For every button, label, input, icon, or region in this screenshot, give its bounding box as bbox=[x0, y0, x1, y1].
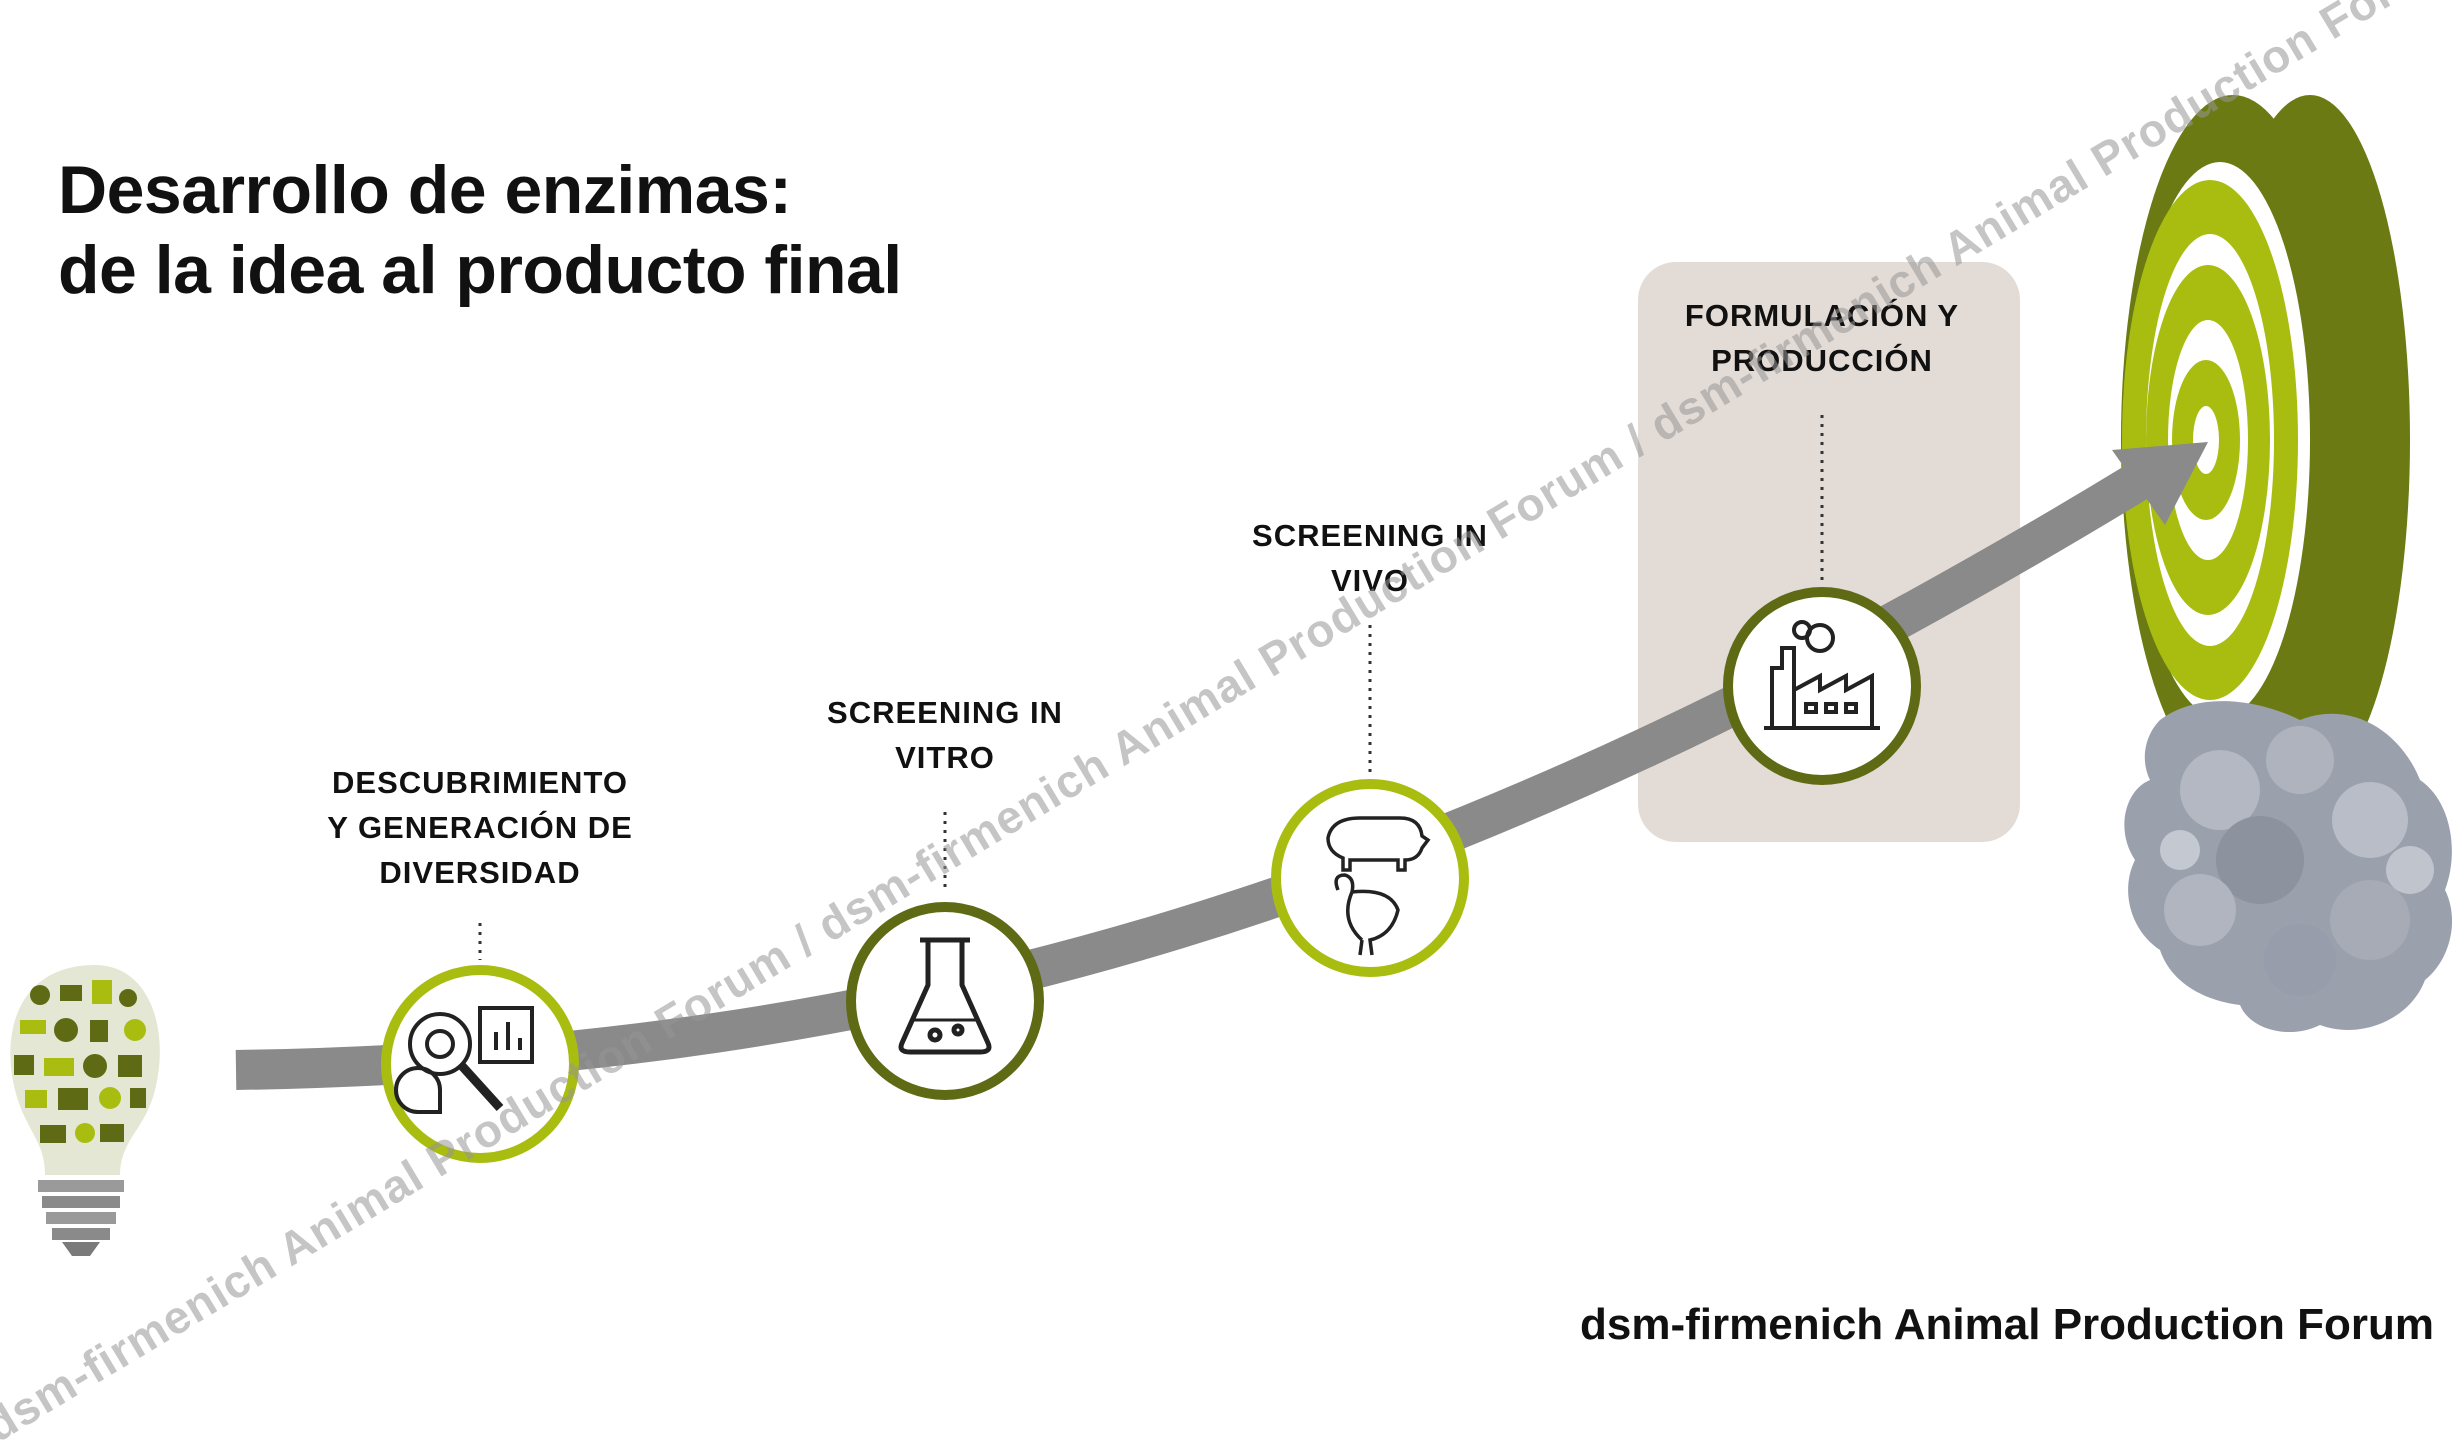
stage-label-in-vivo: SCREENING IN VIVO bbox=[1220, 513, 1520, 603]
diagram-graphics bbox=[10, 95, 2453, 1256]
stage-label-in-vivo-line-2: VIVO bbox=[1330, 563, 1410, 598]
stage-label-formulation-line-2: PRODUCCIÓN bbox=[1711, 343, 1933, 378]
stage-label-discovery: DESCUBRIMIENTO Y GENERACIÓN DE DIVERSIDA… bbox=[320, 760, 640, 895]
stage-node-discovery bbox=[381, 965, 579, 1163]
idea-lightbulb-icon bbox=[10, 965, 160, 1256]
stage-label-in-vivo-line-1: SCREENING IN bbox=[1252, 518, 1488, 553]
stage-label-in-vitro: SCREENING IN VITRO bbox=[795, 690, 1095, 780]
factory-icon bbox=[1764, 620, 1880, 730]
stage-label-formulation-line-1: FORMULACIÓN Y bbox=[1684, 298, 1960, 333]
pig-chicken-icon bbox=[1326, 816, 1431, 956]
footer-brand: dsm-firmenich Animal Production Forum bbox=[1580, 1300, 2434, 1349]
title-line-2: de la idea al producto final bbox=[58, 232, 902, 308]
target-icon bbox=[2121, 95, 2410, 785]
stage-node-in-vivo bbox=[1271, 779, 1469, 977]
stage-label-in-vitro-line-1: SCREENING IN bbox=[827, 695, 1063, 730]
title-line-1: Desarrollo de enzimas: bbox=[58, 152, 792, 228]
microscope-analysis-icon bbox=[394, 1006, 534, 1114]
stage-label-discovery-line-2: Y GENERACIÓN DE bbox=[327, 810, 633, 845]
stage-label-discovery-line-3: DIVERSIDAD bbox=[379, 855, 581, 890]
stage-label-discovery-line-1: DESCUBRIMIENTO bbox=[332, 765, 628, 800]
flask-icon bbox=[898, 937, 992, 1055]
stage-label-in-vitro-line-2: VITRO bbox=[895, 740, 995, 775]
stage-node-formulation bbox=[1723, 587, 1921, 785]
stage-label-formulation: FORMULACIÓN Y PRODUCCIÓN bbox=[1662, 293, 1982, 383]
page-title: Desarrollo de enzimas: de la idea al pro… bbox=[58, 150, 902, 310]
stage-node-in-vitro bbox=[846, 902, 1044, 1100]
enzyme-protein-icon bbox=[2124, 701, 2453, 1033]
